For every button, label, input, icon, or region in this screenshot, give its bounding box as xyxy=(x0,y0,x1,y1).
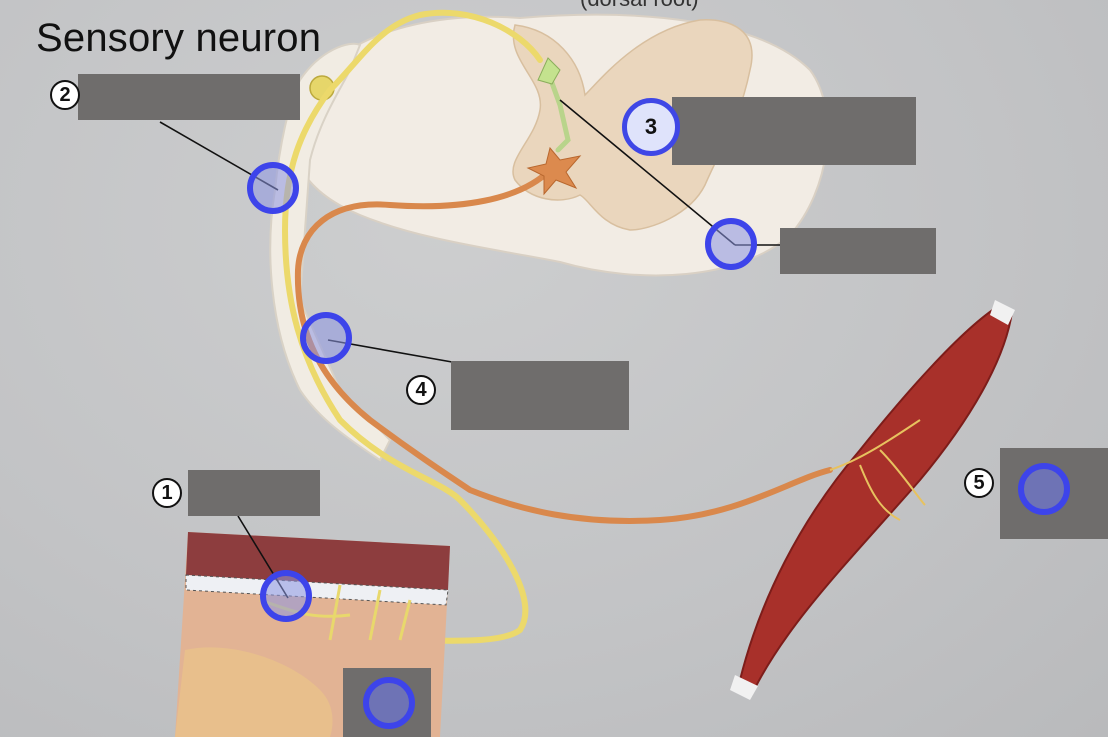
page-title: Sensory neuron xyxy=(36,16,322,60)
hotspot-bottom[interactable] xyxy=(363,677,415,729)
interneuron-cell-body xyxy=(537,57,561,85)
skeletal-muscle xyxy=(730,300,1015,700)
label-box-3[interactable] xyxy=(672,97,916,165)
label-box-2[interactable] xyxy=(78,74,300,120)
motor-neuron-cell-body xyxy=(526,146,582,196)
number-badge-2: 2 xyxy=(50,80,80,110)
hotspot-dorsal-root[interactable] xyxy=(247,162,299,214)
leader-line-3 xyxy=(559,99,736,246)
label-box-4[interactable] xyxy=(451,361,629,430)
hotspot-spinal-nerve[interactable] xyxy=(300,312,352,364)
number-badge-3: 3 xyxy=(622,98,680,156)
sensory-neuron-axon xyxy=(281,9,543,644)
hotspot-receptor[interactable] xyxy=(260,570,312,622)
interneuron xyxy=(545,69,571,153)
hotspot-effector[interactable] xyxy=(1018,463,1070,515)
number-badge-4: 4 xyxy=(406,375,436,405)
label-box-1[interactable] xyxy=(188,470,320,516)
number-badge-5: 5 xyxy=(964,468,994,498)
number-badge-1: 1 xyxy=(152,478,182,508)
hotspot-ventral-horn[interactable] xyxy=(705,218,757,270)
motor-neuron-axon xyxy=(294,167,833,524)
top-cut-text: (dorsal root) xyxy=(580,0,699,12)
label-box-3b[interactable] xyxy=(780,228,936,274)
